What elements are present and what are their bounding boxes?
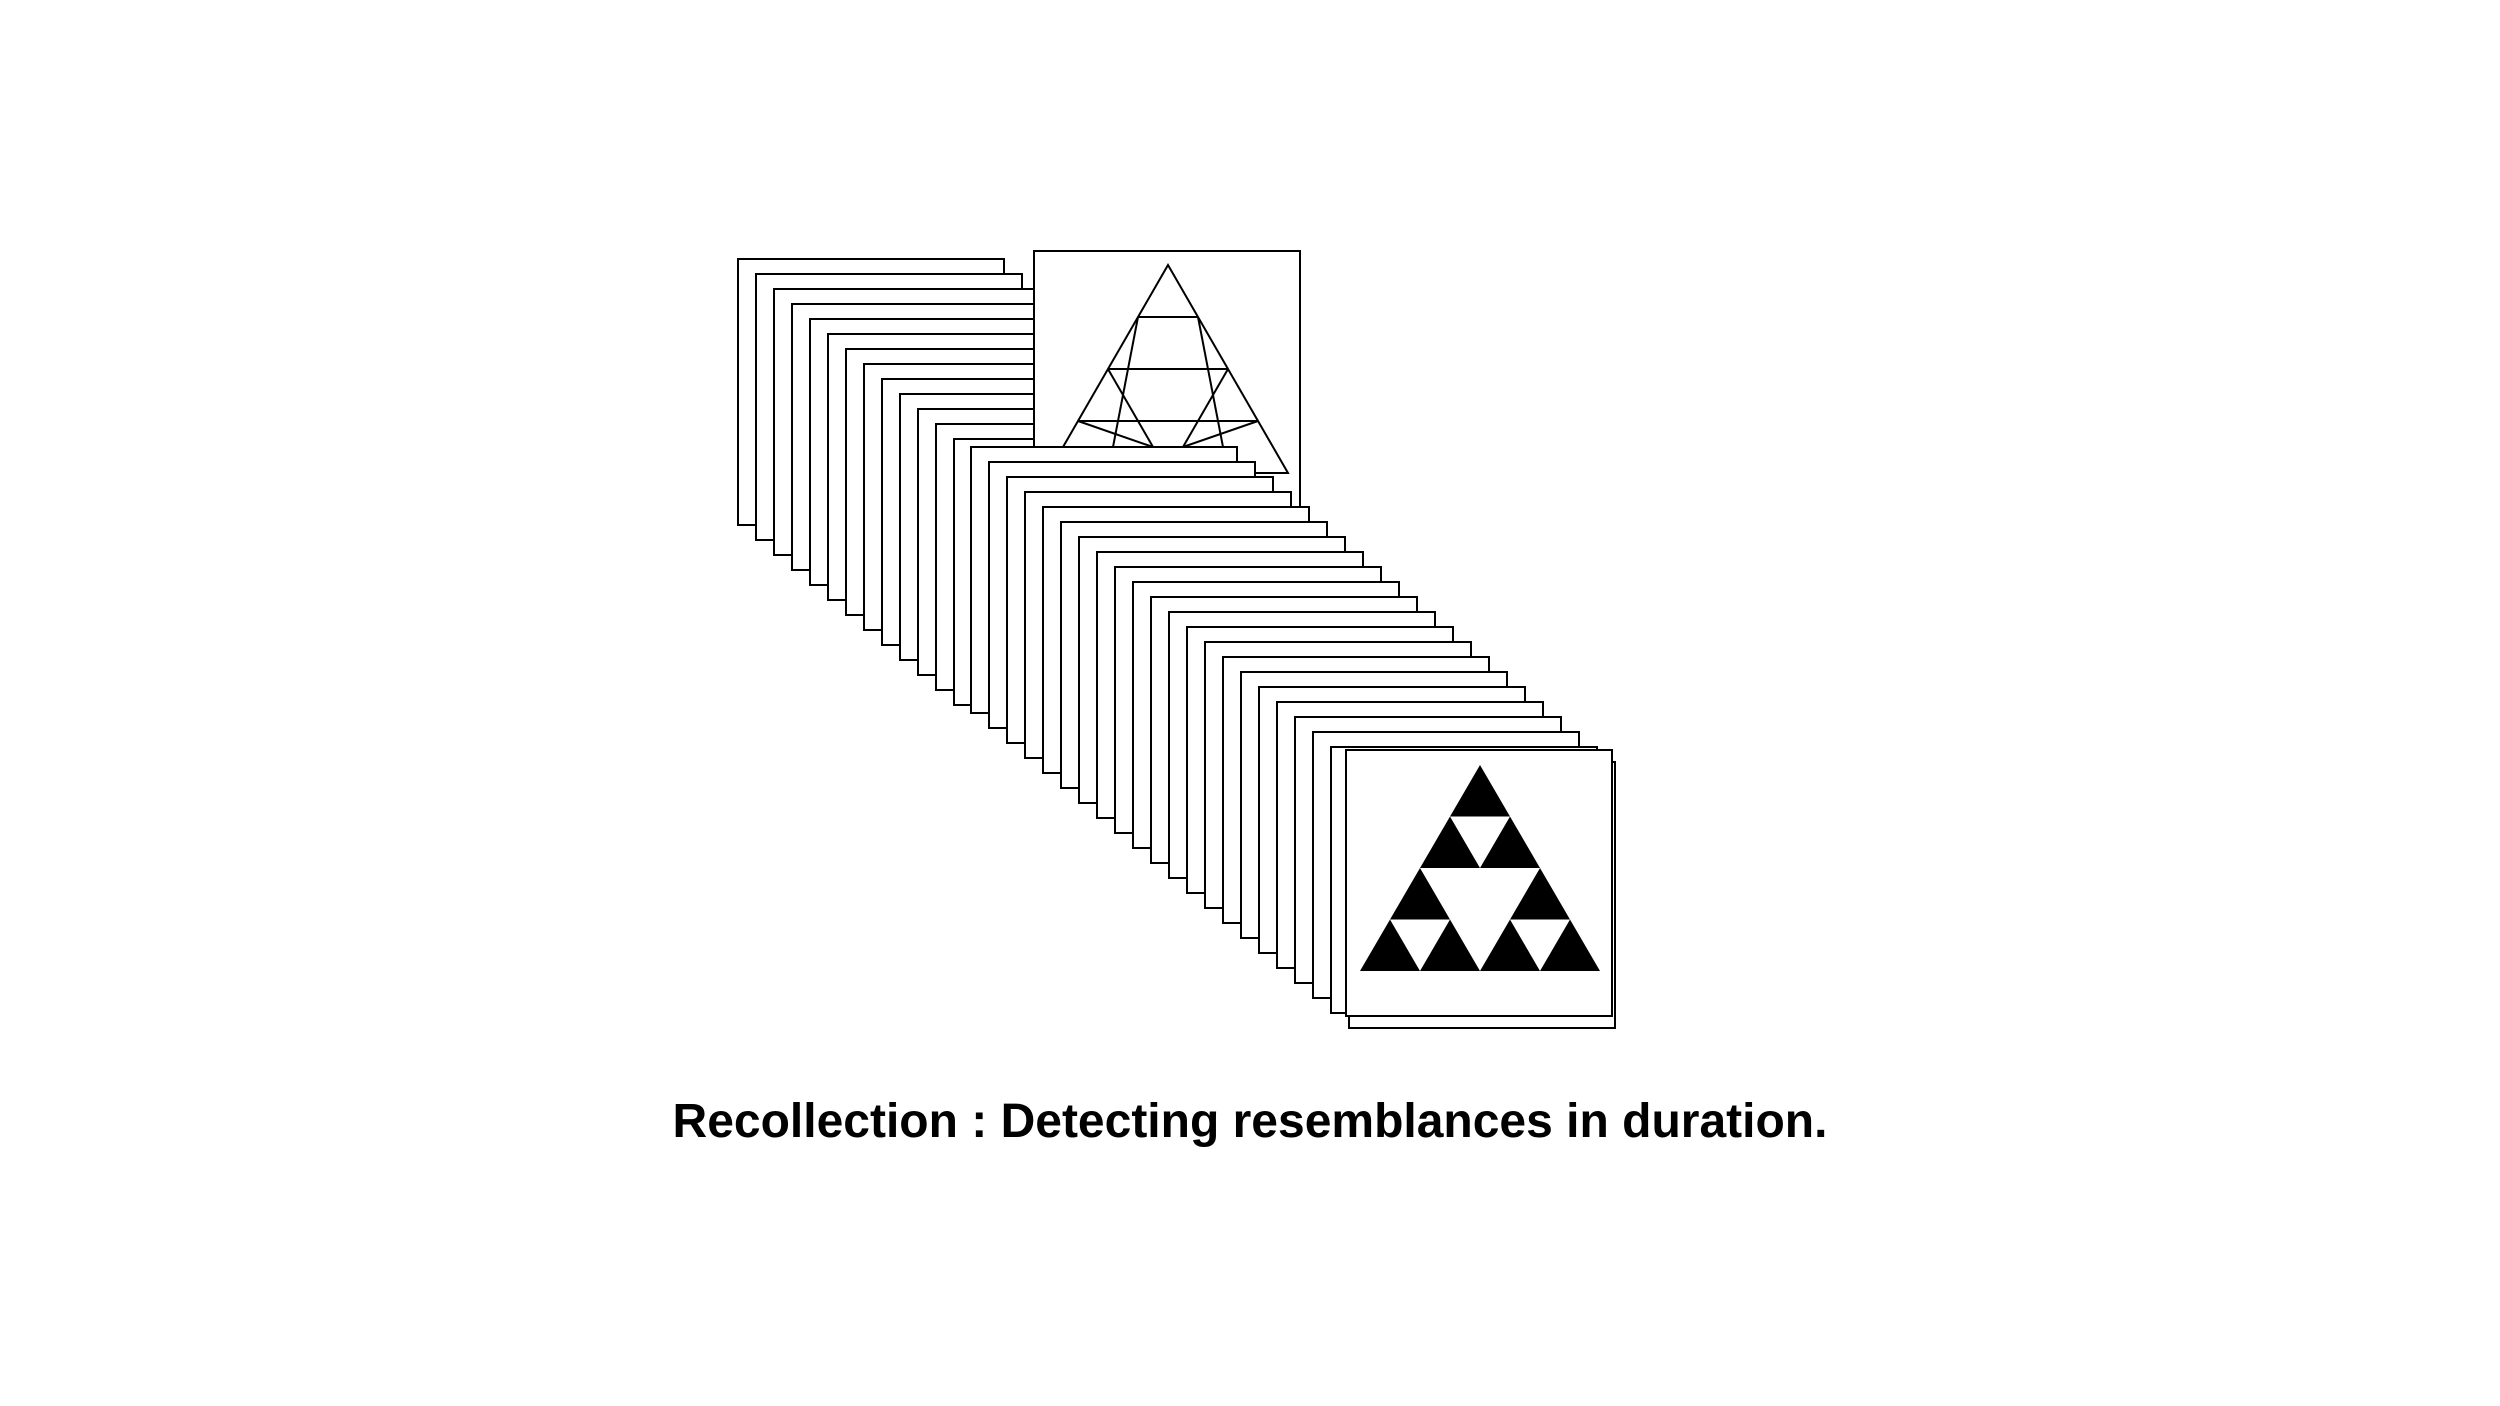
- sierpinski-filled-triangle: [1510, 868, 1570, 920]
- sierpinski-filled-triangle: [1420, 816, 1480, 868]
- sierpinski-filled-triangle: [1540, 919, 1600, 971]
- sierpinski-filled-triangle: [1480, 816, 1540, 868]
- caption: Recollection : Detecting resemblances in…: [672, 1095, 1828, 1148]
- sierpinski-filled-triangle: [1450, 765, 1510, 817]
- lower-front-card: [1345, 749, 1613, 1017]
- sierpinski-filled-triangle: [1390, 868, 1450, 920]
- sierpinski-filled-triangle: [1480, 919, 1540, 971]
- sierpinski-filled-triangle: [1360, 919, 1420, 971]
- sierpinski-filled-triangle: [1420, 919, 1480, 971]
